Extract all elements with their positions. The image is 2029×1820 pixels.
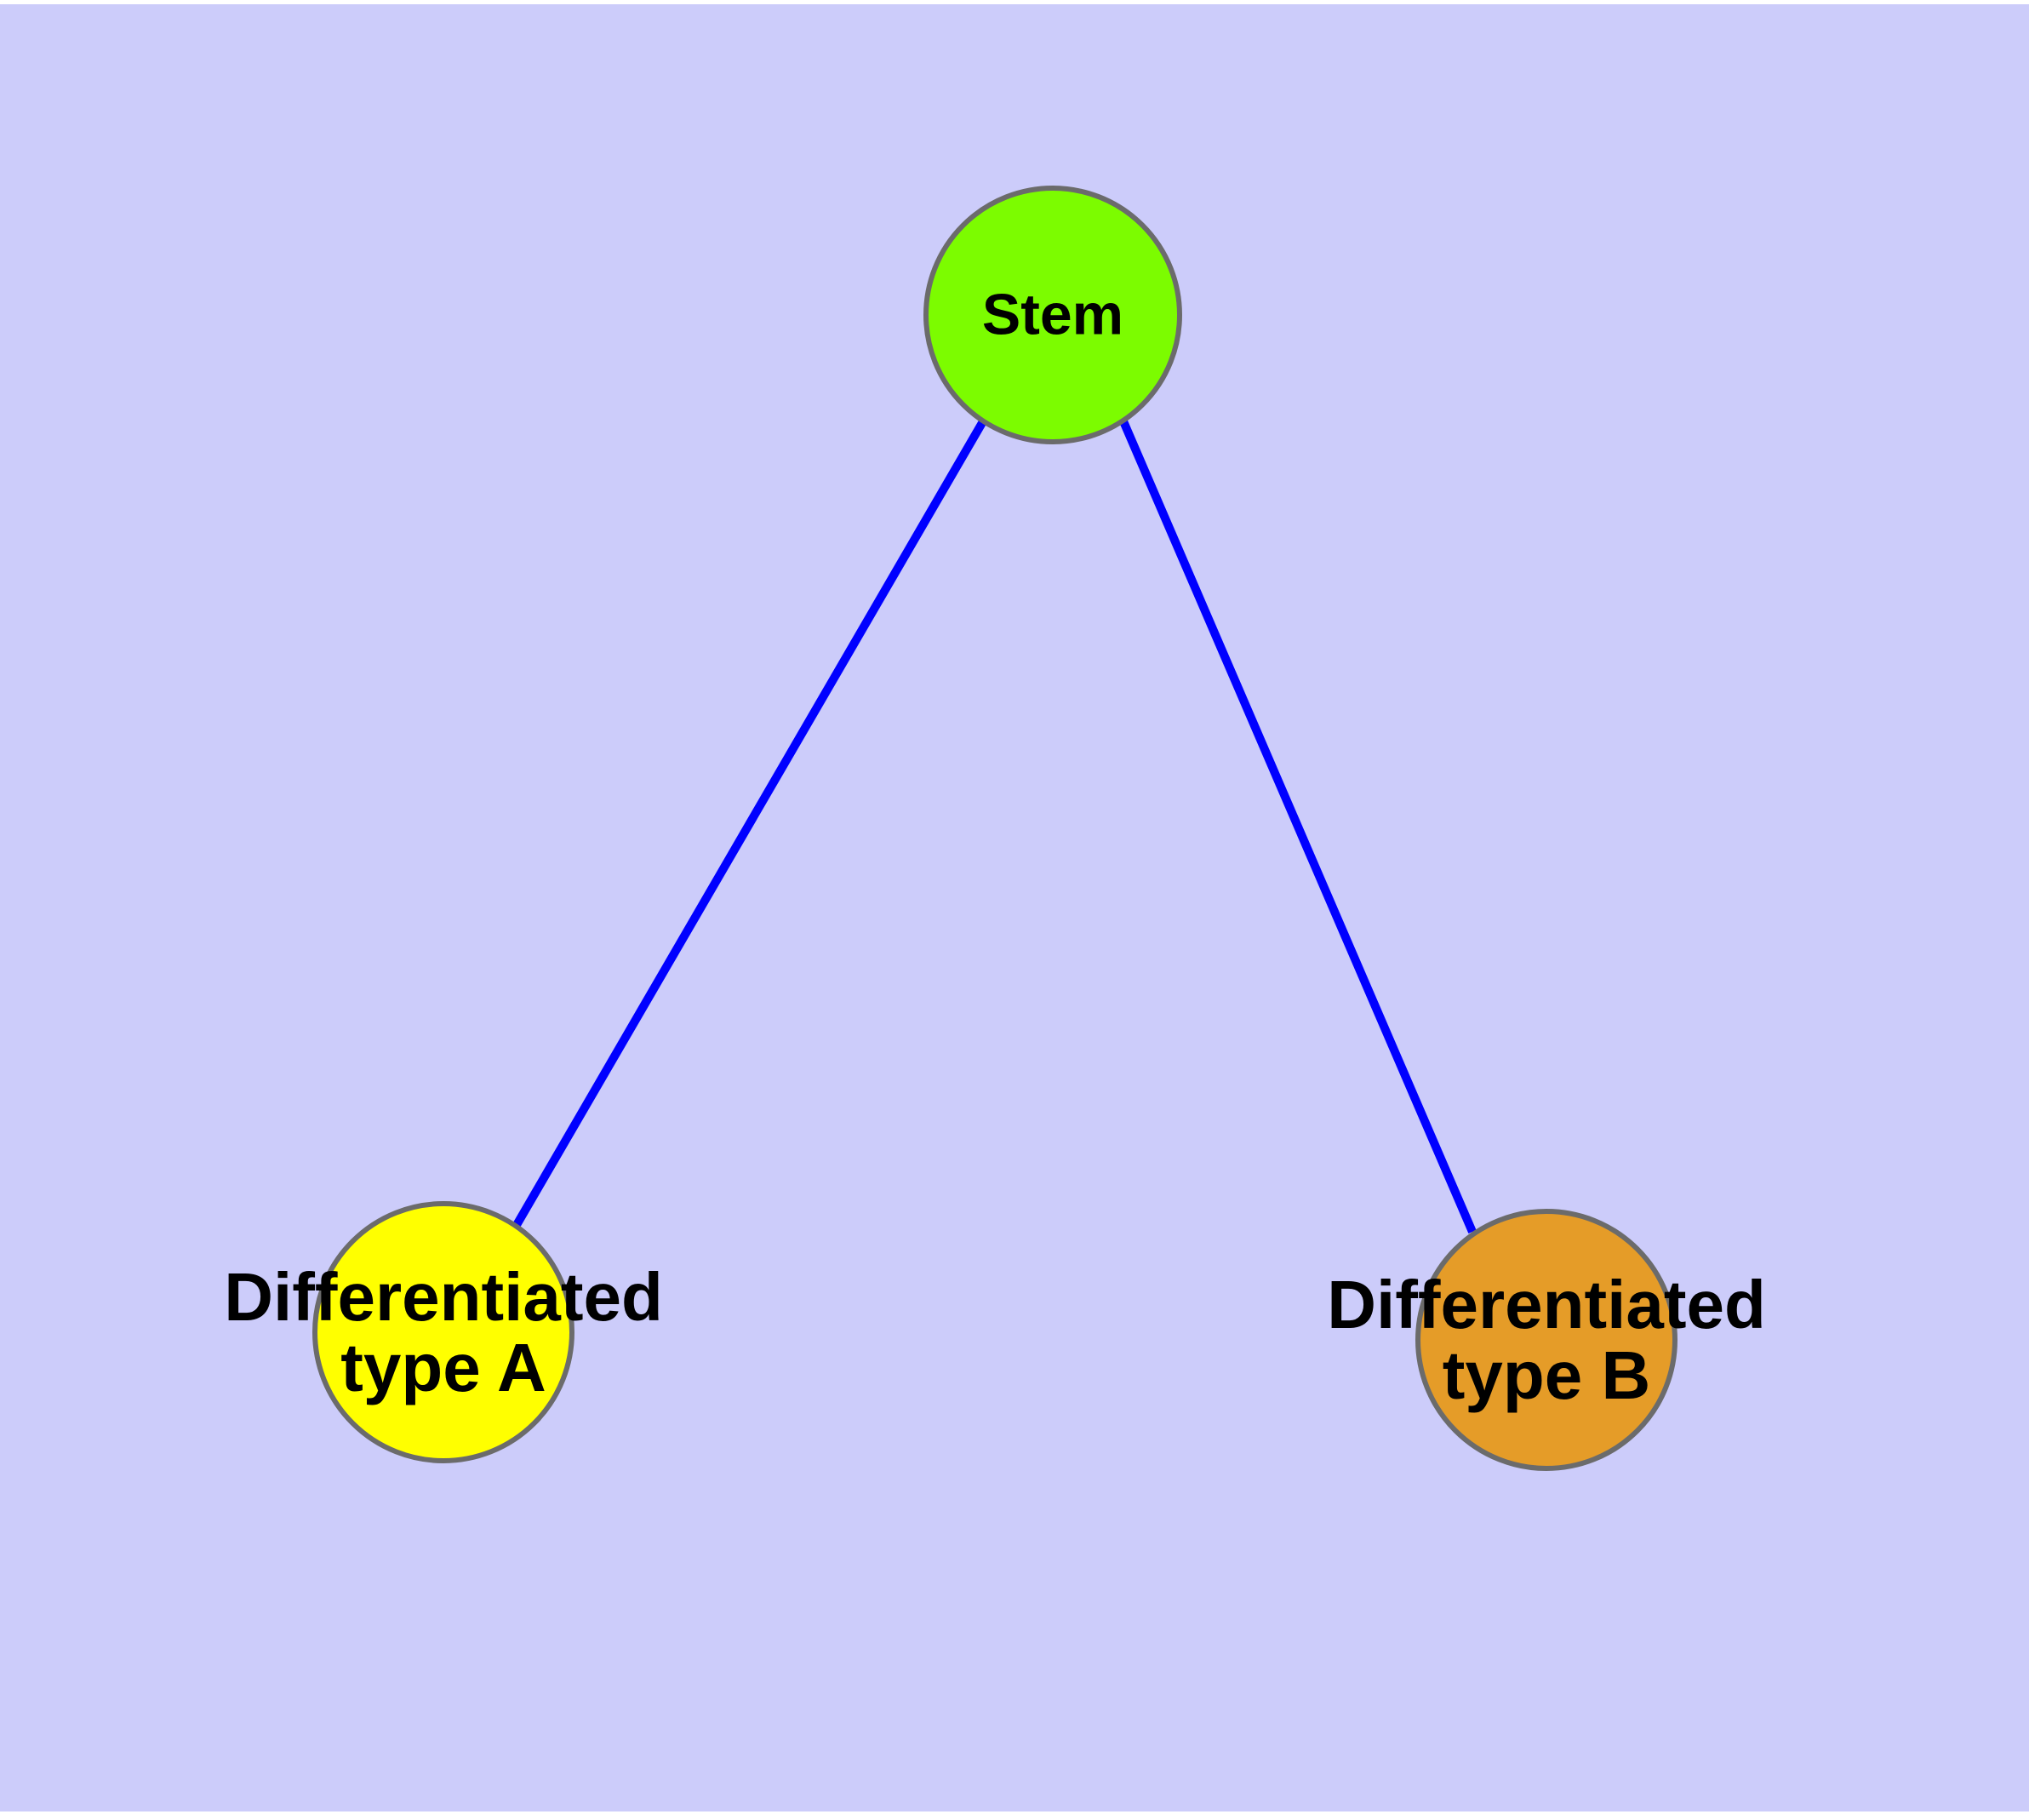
- graph-svg: [312, 186, 1677, 1471]
- edge-layer: [512, 419, 1477, 1233]
- node-diff-b[interactable]: [1415, 1209, 1677, 1471]
- node-diff-a[interactable]: [312, 1201, 574, 1463]
- node-stem[interactable]: [923, 186, 1182, 444]
- edge-stem-to-diff-b[interactable]: [1119, 420, 1477, 1233]
- edge-stem-to-diff-a[interactable]: [512, 419, 987, 1228]
- node-layer: [312, 186, 1677, 1471]
